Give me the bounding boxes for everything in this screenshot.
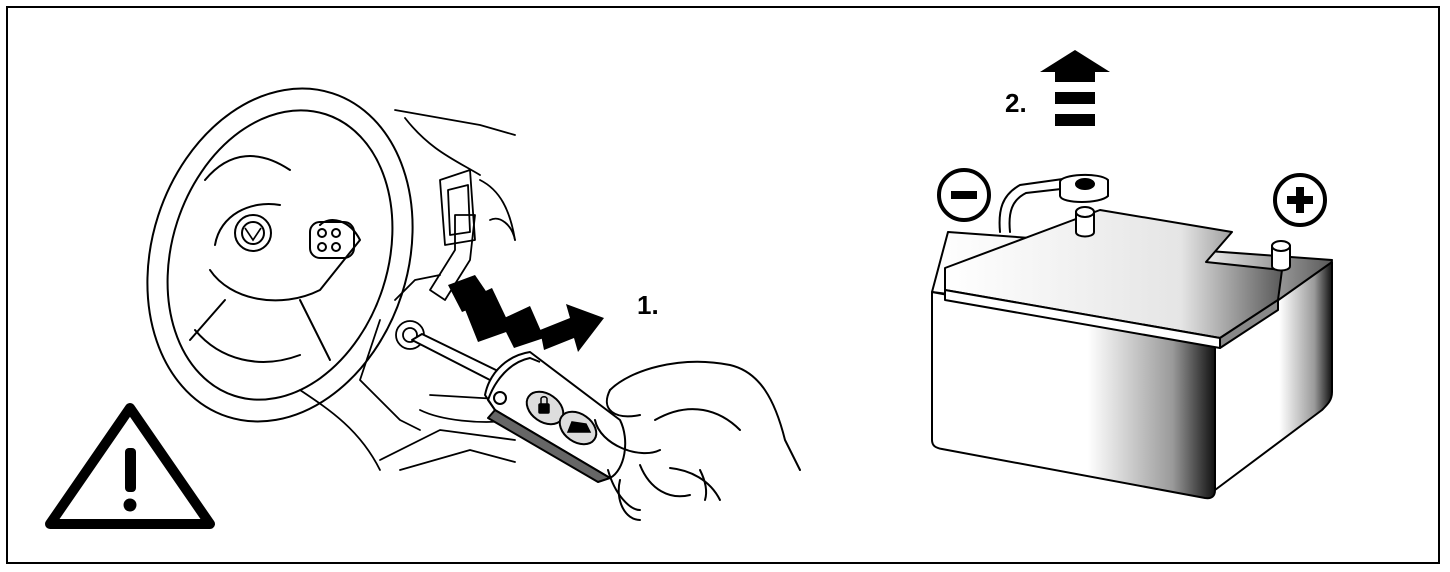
key-fob (411, 333, 627, 483)
hand (594, 360, 801, 521)
striped-arrow-icon (448, 275, 604, 352)
step-2-label: 2. (1005, 88, 1027, 118)
step-1-label: 1. (637, 290, 659, 320)
negative-terminal-icon (937, 168, 991, 222)
dashboard (299, 109, 516, 471)
negative-cable (998, 174, 1109, 233)
striped-up-arrow-icon (1040, 50, 1110, 126)
positive-terminal-icon (1273, 173, 1327, 227)
lock-icon (538, 396, 550, 414)
warning-triangle-icon (45, 403, 215, 529)
steering-wheel (146, 87, 414, 423)
battery (931, 206, 1333, 500)
car-trunk-icon (566, 421, 592, 433)
steering-wheel-hub (234, 214, 355, 259)
